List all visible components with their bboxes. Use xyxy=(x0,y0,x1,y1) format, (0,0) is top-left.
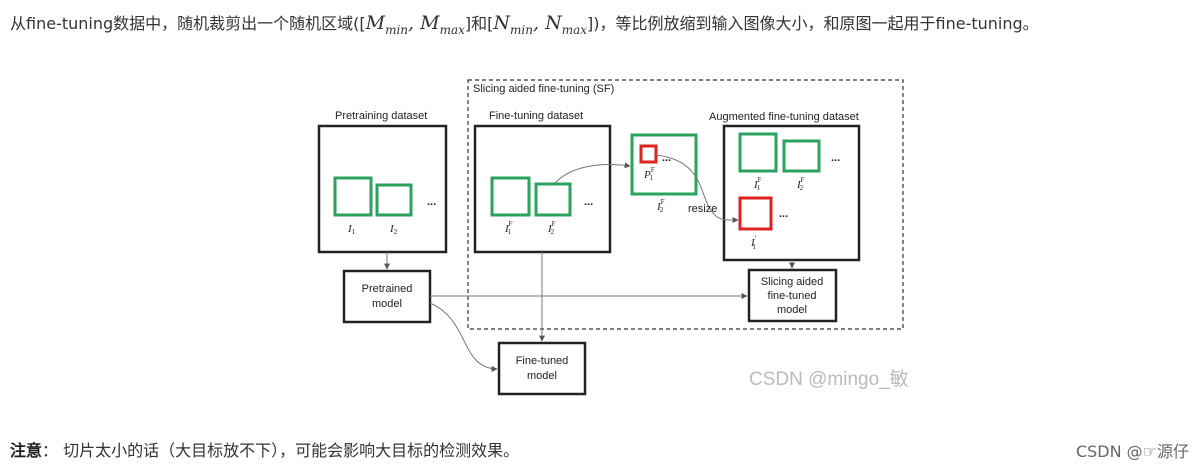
augmented-title: Augmented fine-tuning dataset xyxy=(709,111,859,123)
slice-p1f xyxy=(639,144,658,164)
math-comma-1: , xyxy=(408,12,421,34)
label-i2: I2 xyxy=(389,223,398,236)
description-text-a: 从fine-tuning数据中，随机裁剪出一个随机区域([ xyxy=(10,14,366,33)
slice-ellipsis: ... xyxy=(662,152,671,164)
note-text: ： 切片太小的话（大目标放不下），可能会影响大目标的检测效果。 xyxy=(42,441,520,460)
pretrained-line-1: Pretrained xyxy=(362,283,413,295)
math-comma-2: , xyxy=(533,12,546,34)
math-m-min: Mmin xyxy=(365,12,409,37)
pretrained-model-box xyxy=(342,269,432,324)
sf-title: Slicing aided fine-tuning (SF) xyxy=(473,83,614,95)
label-i1: I1 xyxy=(347,223,356,236)
note-paragraph: 注意： 切片太小的话（大目标放不下），可能会影响大目标的检测效果。 xyxy=(10,436,519,466)
arrow-zoom-i2f xyxy=(553,162,631,185)
augmented-ellipsis-1: ... xyxy=(831,152,840,164)
pretraining-title: Pretraining dataset xyxy=(335,110,427,122)
arrow-pretrained-to-finetuned xyxy=(429,302,498,372)
pretraining-box xyxy=(317,124,448,254)
augmented-ellipsis-2: ... xyxy=(779,208,788,220)
finetuning-ellipsis: ... xyxy=(584,196,593,208)
finetuning-box xyxy=(473,124,612,254)
slicing-line-3: model xyxy=(777,304,807,316)
finetuning-title: Fine-tuning dataset xyxy=(489,110,583,122)
finetuned-line-1: Fine-tuned xyxy=(516,355,569,367)
note-label: 注意 xyxy=(10,441,43,460)
finetuned-line-2: model xyxy=(527,370,557,382)
augmented-resized-slice xyxy=(738,196,773,231)
pretraining-ellipsis: ... xyxy=(427,196,436,208)
pretrained-line-2: model xyxy=(372,298,402,310)
slicing-line-2: fine-tuned xyxy=(768,290,817,302)
finetuning-image-2 xyxy=(534,182,572,217)
description-text-b: ]和[ xyxy=(464,14,494,33)
augmented-box xyxy=(722,124,861,262)
enlarged-i2f xyxy=(630,133,698,196)
augmented-image-1 xyxy=(738,132,778,173)
description-text-c: ])，等比例放缩到输入图像大小，和原图一起用于fine-tuning。 xyxy=(587,14,1039,33)
pretraining-image-1 xyxy=(333,176,373,217)
augmented-image-2 xyxy=(782,139,821,173)
diagram-watermark: CSDN @mingo_敏 xyxy=(749,368,909,390)
math-n-min: Nmin xyxy=(493,12,533,37)
resize-label: resize xyxy=(688,203,717,215)
finetuning-image-1 xyxy=(490,176,531,217)
math-n-max: Nmax xyxy=(545,12,588,37)
label-i1prime: I′1 xyxy=(750,234,757,251)
description-paragraph: 从fine-tuning数据中，随机裁剪出一个随机区域([Mmin, Mmax]… xyxy=(10,8,1195,45)
arrow-resize xyxy=(655,154,739,224)
pretraining-image-2 xyxy=(375,183,413,217)
sf-region xyxy=(467,79,904,330)
math-m-max: Mmax xyxy=(420,12,465,37)
slicing-model-box xyxy=(747,268,838,323)
finetuned-model-box xyxy=(497,341,587,396)
footer-watermark: CSDN @☞源仔 xyxy=(1075,442,1189,461)
slicing-line-1: Slicing aided xyxy=(761,276,823,288)
